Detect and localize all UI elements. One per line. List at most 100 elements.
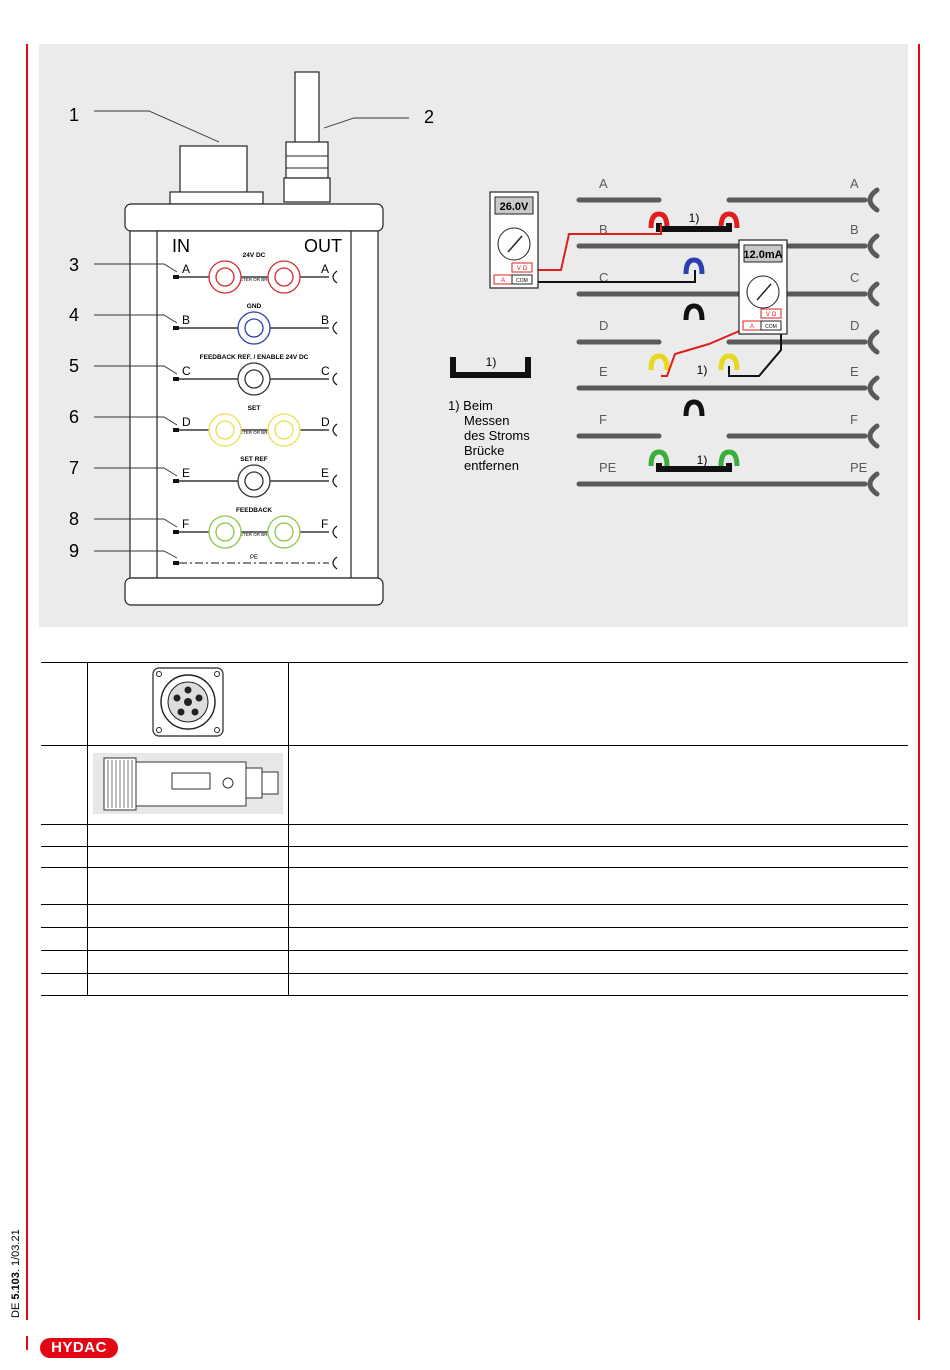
right-margin-rule: [918, 44, 920, 1320]
red-plug-icon: [718, 211, 740, 229]
row-letter-out: F: [321, 517, 328, 531]
cable-gland: [283, 71, 331, 203]
green-plug-icon: [718, 449, 740, 467]
callout-number: 2: [424, 107, 434, 127]
socket-icon: [867, 471, 880, 497]
callout-leader: [94, 518, 178, 528]
table-row: [41, 662, 908, 746]
socket-out-icon: [332, 321, 338, 335]
row-letter-out: D: [321, 415, 330, 429]
table-row: [41, 904, 908, 928]
blue-plug-icon: [683, 257, 705, 275]
callout-number: 5: [69, 356, 79, 376]
row-letter-in: A: [182, 262, 190, 276]
row-caption: SET: [248, 405, 261, 412]
row-caption: GND: [247, 303, 262, 310]
black-plug-icon: [683, 399, 705, 417]
callout-leader: [94, 416, 178, 426]
callout-leader: [94, 550, 178, 559]
callout-number: 9: [69, 541, 79, 561]
svg-text:V Ω: V Ω: [766, 312, 777, 318]
socket-out-icon: [332, 270, 338, 284]
row-letter-out: E: [321, 466, 329, 480]
bridge-icon: [656, 223, 732, 232]
socket-icon: [867, 423, 880, 449]
table-row: [41, 745, 908, 825]
row-subcaption: AMMETER OR BRIDGE: [229, 430, 278, 435]
black-plug-icon: [683, 303, 705, 321]
note-line: des Stroms: [464, 428, 530, 443]
line-label-right: F: [850, 412, 858, 427]
red-plug-icon: [648, 211, 670, 229]
line-label-left: B: [599, 222, 608, 237]
svg-text:COM: COM: [765, 324, 777, 330]
pe-label: PE: [250, 555, 258, 561]
row-subcaption: AMMETER OR BRIDGE: [229, 277, 278, 282]
row-letter-in: B: [182, 313, 190, 327]
line-label-right: E: [850, 364, 859, 379]
row-subcaption: AMMETER OR BRIDGE: [229, 532, 278, 537]
socket-out-icon: [332, 474, 338, 488]
row-caption: FEEDBACK: [236, 507, 272, 514]
table-row: [41, 950, 908, 974]
line-label-left: A: [599, 176, 608, 191]
line-label-right: A: [850, 176, 859, 191]
callout-leader: [94, 467, 178, 477]
callout-number: 7: [69, 458, 79, 478]
socket-icon: [867, 233, 880, 259]
meter-reading: 26.0V: [500, 201, 529, 213]
row-letter-out: B: [321, 313, 329, 327]
table-row: [41, 867, 908, 905]
round-connector-picture: [152, 667, 224, 737]
table-row: [41, 973, 908, 996]
callout-number: 4: [69, 305, 79, 325]
svg-text:A: A: [750, 324, 754, 330]
left-margin-rule: [26, 44, 28, 1320]
bridge-mark: 1): [689, 211, 700, 225]
plug-image-cell: [87, 745, 289, 825]
yellow-plug-icon: [648, 353, 670, 371]
row-letter-in: D: [182, 415, 191, 429]
socket-out-icon: [332, 423, 338, 437]
line-label-left: C: [599, 270, 608, 285]
socket-icon: [867, 329, 880, 355]
row-caption: SET REF: [240, 456, 267, 463]
table-row: [41, 846, 908, 868]
callout-leader: [94, 314, 178, 324]
note-line: Brücke: [464, 443, 504, 458]
out-label: OUT: [304, 236, 342, 256]
note-line: Messen: [464, 413, 510, 428]
callout-number: 8: [69, 509, 79, 529]
line-label-left: D: [599, 318, 608, 333]
callout-number: 3: [69, 255, 79, 275]
yellow-plug-icon: [718, 353, 740, 371]
row-letter-out: A: [321, 262, 329, 276]
socket-icon: [867, 281, 880, 307]
socket-icon: [867, 187, 880, 213]
multimeter: 12.0mA A V Ω COM: [738, 239, 788, 335]
line-label-left: E: [599, 364, 608, 379]
bridge-mark: 1): [697, 363, 708, 377]
callout-leader: [94, 263, 178, 273]
test-box: [124, 203, 384, 606]
document-id: DE 5.103. 1/03.21: [10, 1229, 22, 1318]
socket-out-icon: [332, 556, 338, 570]
callout-leader: [323, 117, 409, 129]
left-footer-rule: [26, 1336, 28, 1350]
connector-plug: [169, 145, 264, 205]
bridge-legend-mark: 1): [486, 355, 497, 369]
callout-leader: [94, 110, 220, 143]
meter-reading: 12.0mA: [743, 249, 782, 261]
angled-plug-picture: [93, 753, 283, 814]
svg-text:A: A: [501, 278, 505, 284]
note-line: 1) Beim: [448, 398, 493, 413]
row-caption: FEEDBACK REF. / ENABLE 24V DC: [200, 354, 309, 361]
line-label-left: PE: [599, 460, 617, 475]
